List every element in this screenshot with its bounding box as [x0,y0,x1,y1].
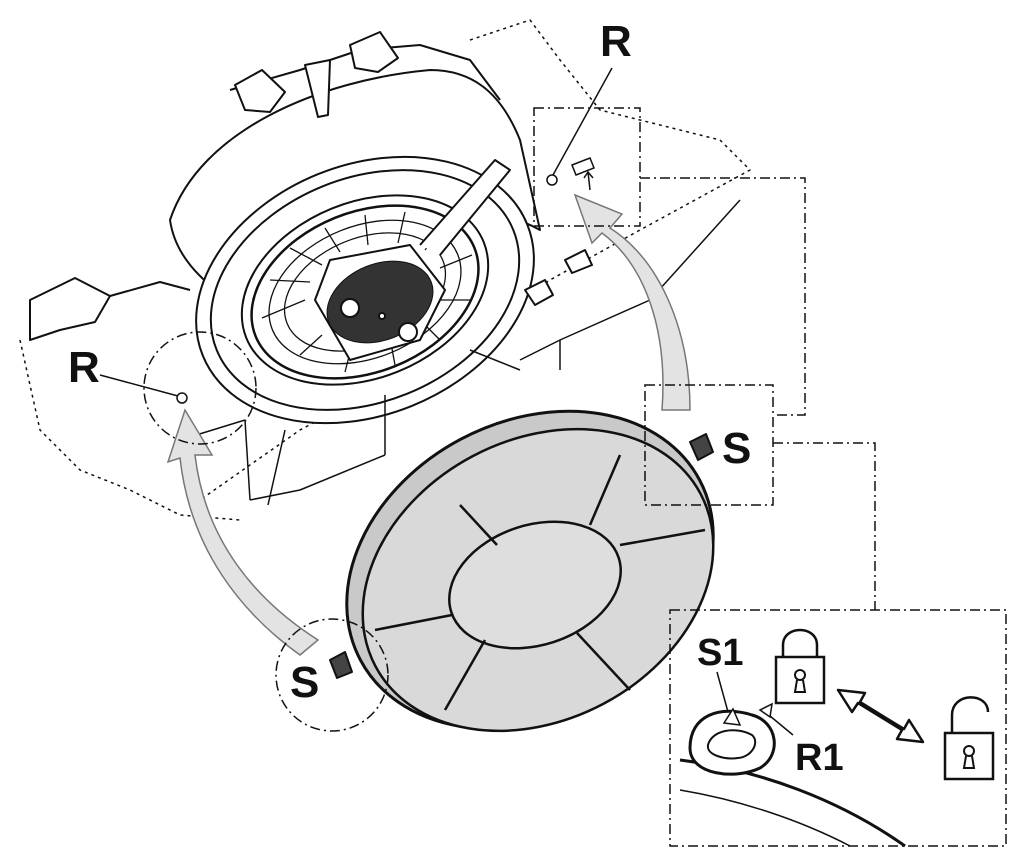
leader-r-left [99,374,179,397]
insert-arrow-left [166,408,320,656]
leader-r-top [552,67,613,176]
lock-detail [679,702,906,848]
s1-marker-triangle [722,707,742,726]
frame-tab-1 [524,279,554,306]
double-arrow-icon [836,688,925,744]
label-s1: S1 [697,632,743,674]
padlock-open-icon [943,696,995,781]
filter-lug-right [689,433,714,461]
lock-mark-small [571,157,595,176]
top-detail-marks [546,157,595,191]
keyhole-slot-inner [706,729,757,760]
carbon-filter [329,409,715,733]
left-bracket [29,277,111,341]
padlock-closed-icon [774,628,826,705]
detail-frame-lock [669,609,1007,847]
mount-clip-3 [304,59,331,118]
detail-frame-filter-lug [644,384,774,506]
slot-mark-r-left [176,392,188,404]
detail-circle-left-top [143,331,257,445]
leader-s1 [716,671,729,713]
leader-r1 [769,715,794,736]
label-r1: R1 [795,737,844,779]
leader-lines [99,67,794,736]
filter-segments [374,454,706,711]
fan-housing [19,19,751,521]
hood-outline-left-dotted [19,339,241,521]
outer-ring-inner [209,169,521,411]
connector-top [640,177,806,416]
mount-clip-2 [349,31,399,73]
label-s-left: S [290,658,319,707]
hub-screw-2 [398,322,418,342]
mount-clip-1 [234,69,286,113]
connector-bottom [773,442,876,610]
filter-center [448,520,622,650]
frame-tab-2 [564,249,593,274]
detail-frames [143,107,1007,847]
label-s-right: S [722,424,751,473]
hub-strut [419,159,511,256]
detail-frame-top-right [533,107,641,227]
left-bracket-arm [109,281,191,297]
support-frame [179,199,741,506]
filter-edge-arc-inner [679,789,851,847]
label-r-left: R [68,343,100,392]
hub-center [378,312,386,320]
label-r-top: R [600,17,632,66]
r1-marker-triangle [758,702,773,719]
slot-mark-r-top [546,174,558,186]
insert-arrow-right [573,193,691,411]
hub-screw-1 [340,298,360,318]
inner-ring [240,194,490,386]
arrow-mark-small [583,170,594,191]
detail-circle-left-bottom [275,618,389,732]
filter-lug-left [329,651,353,679]
